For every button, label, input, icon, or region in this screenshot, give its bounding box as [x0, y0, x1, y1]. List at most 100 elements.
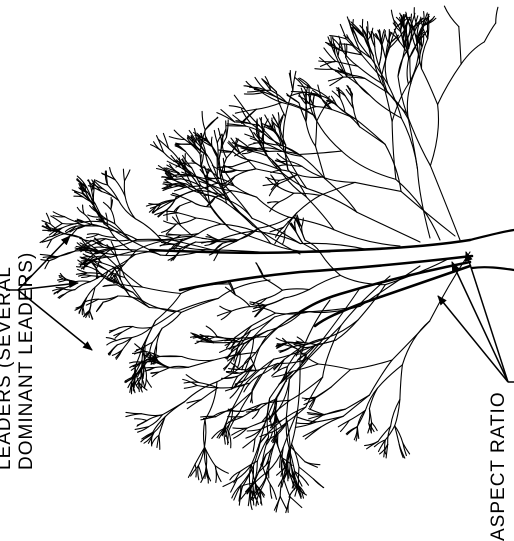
leaders-label-line2: DOMINANT LEADERS) [16, 252, 38, 470]
branch [320, 58, 332, 70]
branch [278, 187, 294, 194]
branch [75, 281, 90, 282]
branch [302, 166, 323, 177]
branch [247, 148, 259, 149]
branch [320, 288, 360, 343]
branch [214, 130, 217, 142]
branch [459, 27, 461, 65]
branch [279, 193, 294, 202]
branch [101, 253, 135, 256]
branch [226, 186, 253, 218]
branch [375, 47, 379, 66]
branch [309, 415, 324, 419]
branch [253, 438, 255, 451]
branch [298, 417, 317, 422]
branch [282, 289, 309, 290]
branch [317, 107, 325, 121]
branch [90, 311, 93, 319]
branch [40, 254, 56, 256]
branch [302, 227, 306, 240]
branch [307, 188, 357, 212]
branch [198, 224, 221, 234]
branch [159, 435, 160, 449]
branch [298, 358, 301, 411]
branch [250, 307, 275, 314]
trunk [470, 230, 514, 270]
aspect-ratio-arrow-2 [466, 252, 508, 382]
branch [299, 467, 314, 479]
branch [280, 497, 286, 510]
branch [126, 412, 141, 413]
branch [285, 290, 310, 298]
branch [407, 58, 409, 84]
branch [277, 439, 281, 455]
branch [87, 234, 99, 238]
branch [87, 234, 98, 235]
branch [315, 69, 332, 70]
branch [222, 145, 226, 158]
branch [320, 253, 340, 276]
branch [107, 341, 117, 345]
branch [206, 326, 217, 336]
branch [159, 235, 174, 238]
branch [331, 370, 351, 388]
branch [252, 359, 274, 391]
branch [146, 379, 151, 387]
branch [410, 57, 411, 83]
branch [419, 45, 420, 63]
branch [293, 364, 318, 371]
branch [345, 395, 369, 409]
branch [316, 121, 317, 146]
branch [343, 395, 369, 416]
branch [184, 382, 198, 383]
aspect-ratio-label: ASPECT RATIO [488, 391, 510, 541]
branch [354, 108, 360, 126]
branch [279, 150, 302, 157]
branch [180, 202, 192, 207]
branch [115, 180, 125, 196]
branch [496, 7, 498, 23]
branch [232, 160, 251, 167]
branch [224, 411, 231, 429]
branch [182, 357, 214, 361]
branch [243, 438, 255, 448]
branch [400, 365, 403, 400]
branch [438, 64, 462, 104]
branch [422, 69, 438, 105]
branch [430, 105, 438, 166]
branch [293, 71, 296, 90]
branch [60, 251, 75, 256]
branch [309, 326, 341, 358]
branch [135, 219, 162, 241]
branch [256, 103, 281, 110]
branch [341, 421, 350, 432]
aspect-ratio-callout [438, 252, 514, 382]
branch [225, 340, 237, 341]
branch [220, 241, 236, 249]
branch [319, 61, 336, 62]
branch [267, 290, 283, 298]
branch [315, 387, 331, 398]
branch [82, 276, 91, 278]
branch [306, 122, 316, 147]
aspect-ratio-arrow-3 [452, 262, 508, 382]
branch [164, 221, 177, 224]
branch [385, 440, 386, 454]
branch [408, 119, 417, 169]
branch [198, 466, 202, 479]
branch [334, 230, 400, 246]
branch [240, 461, 257, 471]
branch [145, 379, 147, 387]
branch [291, 91, 306, 92]
branch [212, 146, 218, 159]
branch [369, 409, 370, 424]
branch [229, 431, 231, 448]
branch [224, 199, 253, 219]
branch [290, 497, 302, 508]
branch [313, 94, 314, 105]
branch [59, 280, 66, 282]
branch [360, 127, 386, 145]
branch [61, 233, 81, 238]
